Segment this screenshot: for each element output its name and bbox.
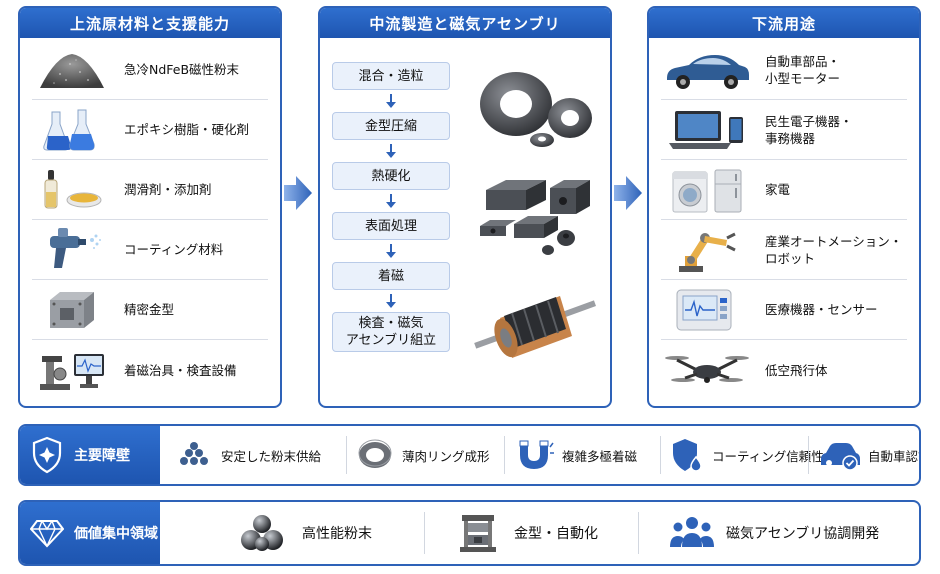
value-title: 価値集中領域 — [74, 526, 158, 542]
downstream-panel: 下流用途 自動車部品・ 小型モーター 民生電子機器・ 事務機器 — [647, 6, 921, 408]
divider — [504, 436, 505, 474]
medical-monitor-icon — [661, 284, 753, 336]
block-magnets-icon — [480, 180, 590, 255]
flow-arrow-icon — [614, 176, 642, 210]
downstream-item-label: 産業オートメーション・ ロボット — [765, 233, 903, 266]
barriers-title: 主要障壁 — [74, 448, 130, 464]
barrier-item: 自動車認証 — [818, 426, 919, 484]
value-band: 価値集中領域 高性能粉末 金型・自動化 — [18, 500, 921, 566]
value-item: 高性能粉末 — [238, 502, 372, 564]
process-step: 混合・造粒 — [332, 62, 450, 90]
downstream-item-label: 自動車部品・ 小型モーター — [765, 53, 841, 86]
spray-gun-icon — [32, 224, 112, 276]
divider — [660, 436, 661, 474]
horseshoe-magnet-icon — [514, 437, 554, 473]
down-arrow-icon — [386, 294, 396, 308]
powder-balls-icon — [175, 440, 213, 470]
value-label: 高性能粉末 — [302, 526, 372, 542]
process-step: 検査・磁気 アセンブリ組立 — [332, 312, 450, 352]
downstream-item: 産業オートメーション・ ロボット — [661, 220, 907, 280]
appliances-icon — [661, 164, 753, 216]
barrier-item: 複雑多極着磁 — [514, 426, 637, 484]
divider — [638, 512, 639, 554]
downstream-title: 下流用途 — [649, 8, 919, 38]
midstream-panel: 中流製造と磁気アセンブリ 混合・造粒 金型圧縮 熱硬化 表面処理 着磁 検査・磁… — [318, 6, 612, 408]
drone-icon — [661, 344, 753, 396]
value-label: 磁気アセンブリ協調開発 — [726, 526, 880, 542]
upstream-item: 潤滑剤・添加剤 — [32, 160, 268, 220]
process-step: 表面処理 — [332, 212, 450, 240]
motor-rotor-icon — [474, 296, 597, 358]
divider — [808, 436, 809, 474]
barrier-item: コーティング信頼性 — [670, 426, 824, 484]
down-arrow-icon — [386, 144, 396, 158]
barrier-label: 自動車認証 — [868, 448, 919, 464]
inspection-equipment-icon — [32, 344, 112, 396]
upstream-item: 急冷NdFeB磁性粉末 — [32, 40, 268, 100]
upstream-item: 着磁治具・検査設備 — [32, 340, 268, 400]
ring-magnets-icon — [480, 72, 592, 147]
upstream-item-label: エポキシ樹脂・硬化剤 — [124, 122, 250, 137]
divider — [424, 512, 425, 554]
upstream-panel: 上流原材料と支援能力 急冷NdFeB磁性粉末 エポキシ樹脂・硬化剤 — [18, 6, 282, 408]
upstream-item-label: 精密金型 — [124, 302, 175, 317]
flow-arrow-icon — [284, 176, 312, 210]
metal-spheres-icon — [238, 513, 286, 553]
barrier-item: 薄肉リング成形 — [356, 426, 490, 484]
process-step: 金型圧縮 — [332, 112, 450, 140]
barriers-header: 主要障壁 — [20, 426, 160, 484]
midstream-title: 中流製造と磁気アセンブリ — [320, 8, 610, 38]
value-item: 金型・自動化 — [456, 502, 598, 564]
downstream-item-label: 民生電子機器・ 事務機器 — [765, 113, 853, 146]
value-item: 磁気アセンブリ協調開発 — [670, 502, 879, 564]
barriers-band: 主要障壁 安定した粉末供給 薄肉リング成形 複雑多極着磁 — [18, 424, 921, 486]
metal-mold-icon — [32, 284, 112, 336]
down-arrow-icon — [386, 94, 396, 108]
barrier-label: コーティング信頼性 — [712, 448, 824, 464]
diamond-icon — [30, 520, 64, 548]
value-header: 価値集中領域 — [20, 502, 160, 564]
chemical-flasks-icon — [32, 104, 112, 156]
dropper-dish-icon — [32, 164, 112, 216]
downstream-item: 民生電子機器・ 事務機器 — [661, 100, 907, 160]
press-mold-icon — [456, 513, 500, 553]
down-arrow-icon — [386, 244, 396, 258]
shield-drop-icon — [670, 437, 704, 473]
barrier-label: 複雑多極着磁 — [562, 448, 638, 464]
powder-pile-icon — [32, 44, 112, 96]
value-label: 金型・自動化 — [514, 526, 598, 542]
team-icon — [670, 515, 714, 551]
upstream-item-label: 潤滑剤・添加剤 — [124, 182, 212, 197]
downstream-item: 自動車部品・ 小型モーター — [661, 40, 907, 100]
upstream-item-label: コーティング材料 — [124, 242, 224, 257]
down-arrow-icon — [386, 194, 396, 208]
downstream-item-label: 医療機器・センサー — [765, 302, 878, 317]
barrier-label: 薄肉リング成形 — [402, 448, 490, 464]
downstream-item: 低空飛行体 — [661, 340, 907, 400]
downstream-item: 医療機器・センサー — [661, 280, 907, 340]
upstream-item: 精密金型 — [32, 280, 268, 340]
thin-ring-icon — [356, 438, 394, 472]
upstream-item-label: 急冷NdFeB磁性粉末 — [124, 62, 240, 77]
car-check-icon — [818, 439, 860, 471]
car-icon — [661, 44, 753, 96]
divider — [346, 436, 347, 474]
process-step: 熱硬化 — [332, 162, 450, 190]
downstream-item-label: 低空飛行体 — [765, 362, 828, 378]
barrier-item: 安定した粉末供給 — [175, 426, 321, 484]
laptop-phone-icon — [661, 104, 753, 156]
upstream-title: 上流原材料と支援能力 — [20, 8, 280, 38]
downstream-item-label: 家電 — [765, 182, 791, 197]
process-step: 着磁 — [332, 262, 450, 290]
shield-icon — [32, 436, 62, 474]
upstream-item: エポキシ樹脂・硬化剤 — [32, 100, 268, 160]
robot-arm-icon — [661, 224, 753, 276]
upstream-item: コーティング材料 — [32, 220, 268, 280]
upstream-item-label: 着磁治具・検査設備 — [124, 362, 237, 378]
barrier-label: 安定した粉末供給 — [221, 448, 322, 464]
downstream-item: 家電 — [661, 160, 907, 220]
